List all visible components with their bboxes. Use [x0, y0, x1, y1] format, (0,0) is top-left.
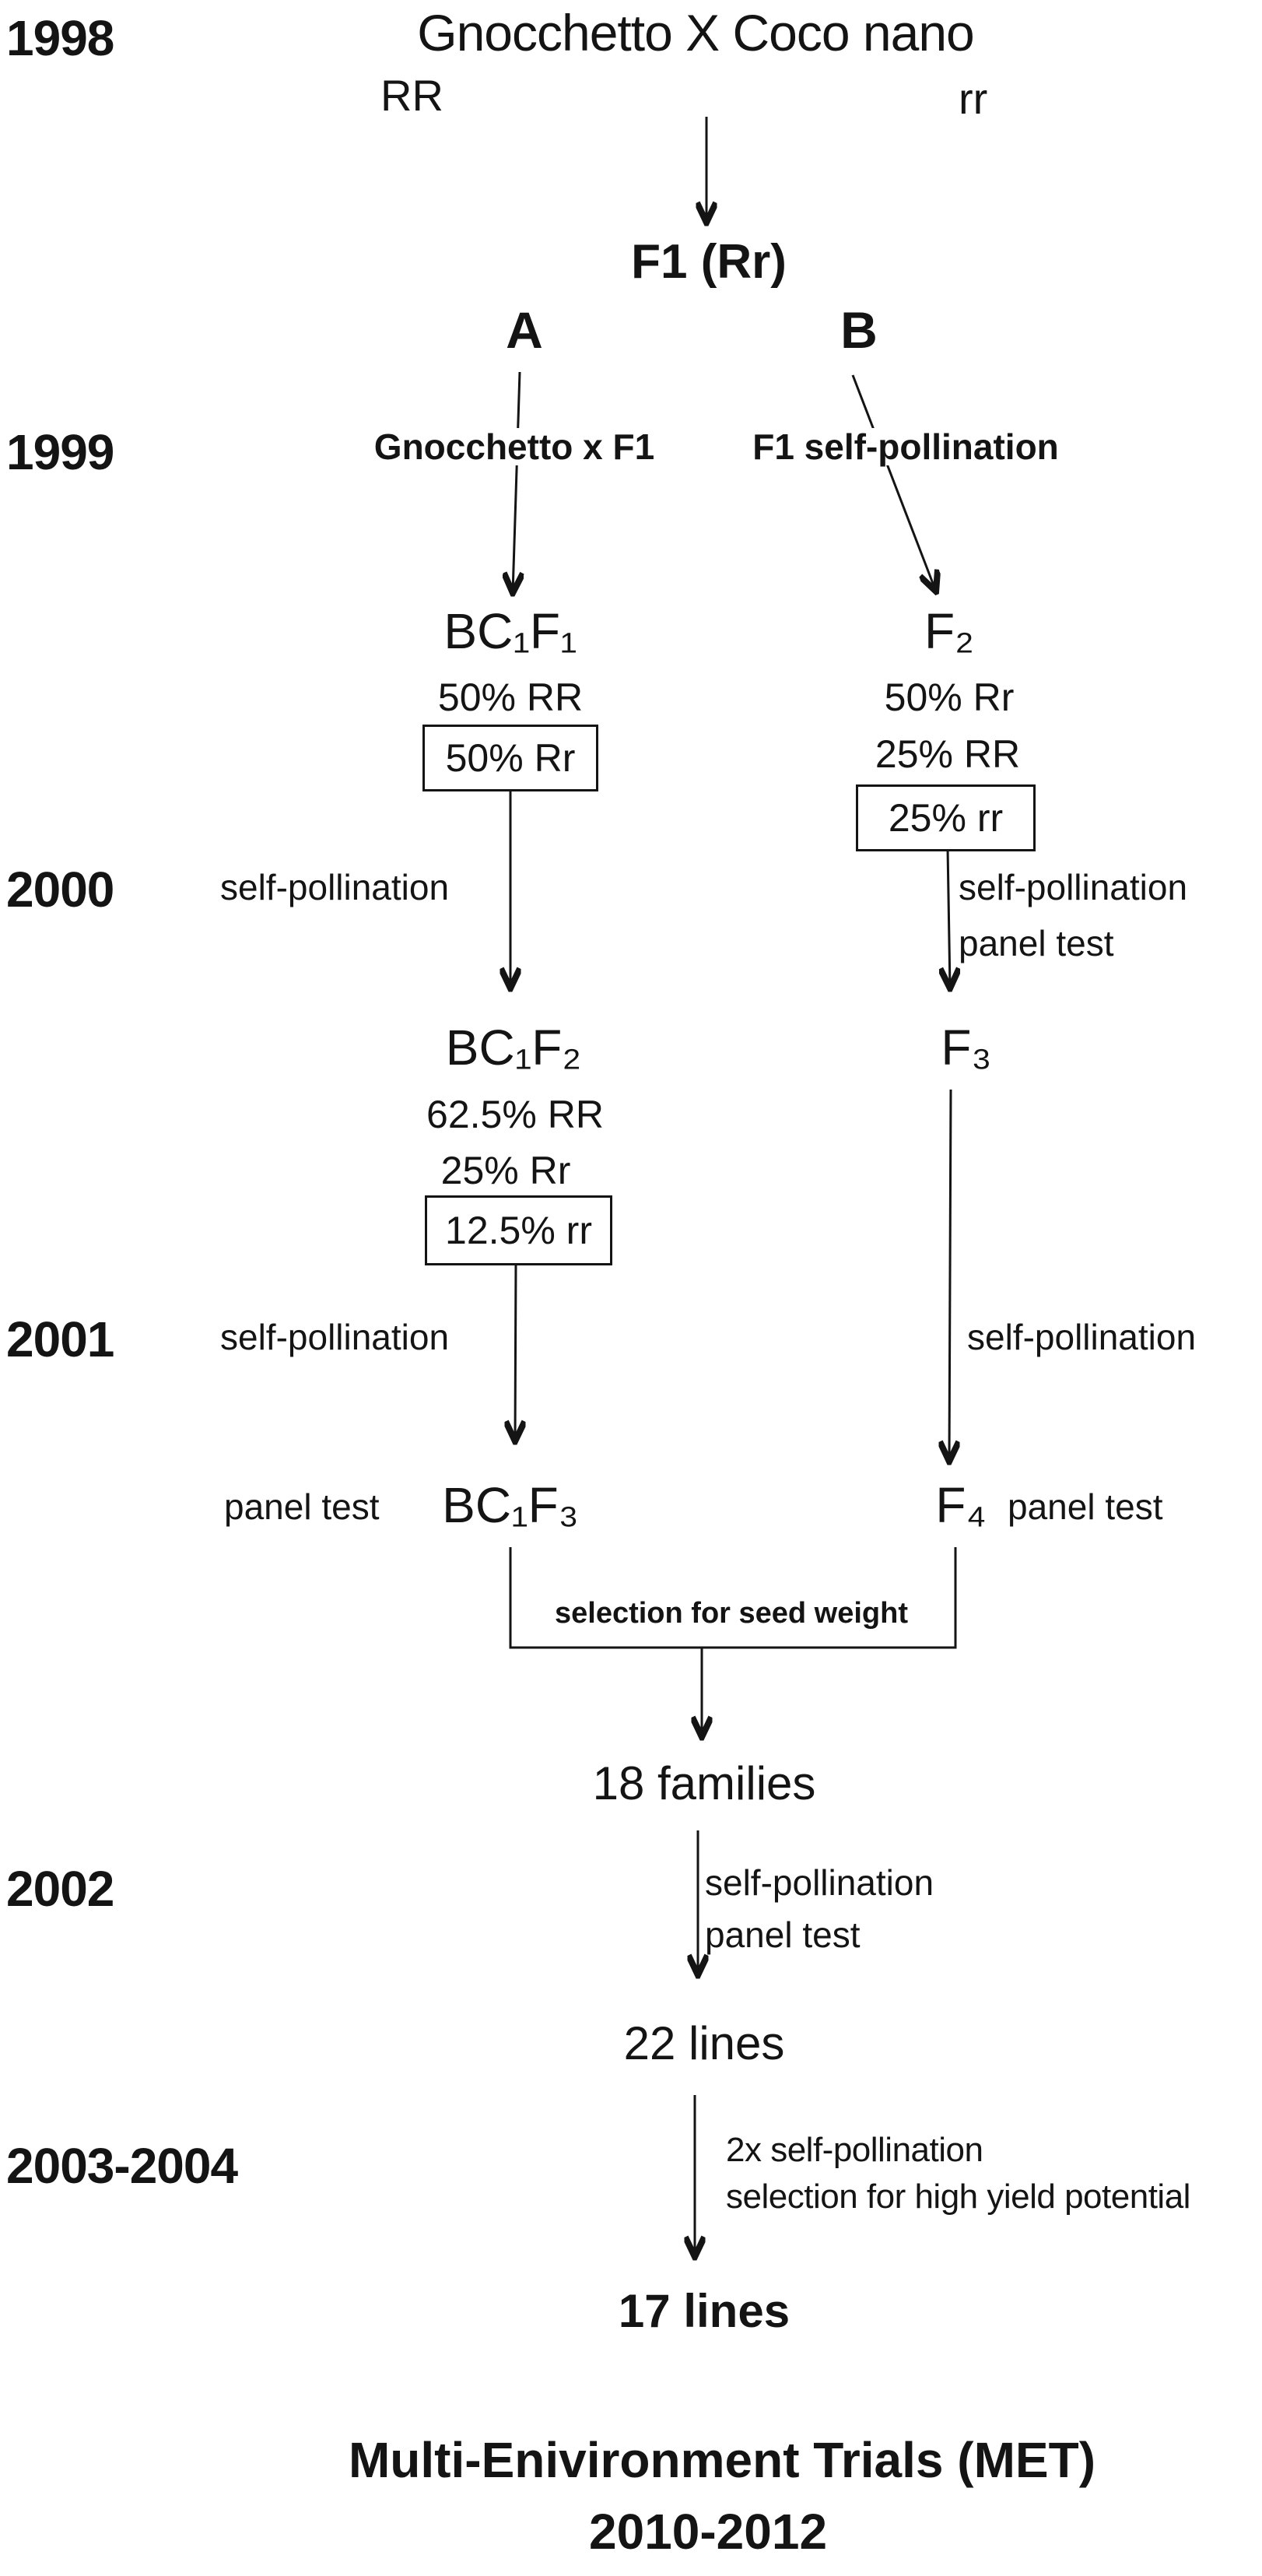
selection-seed-weight-label: selection for seed weight: [555, 1597, 908, 1630]
selfing-step-2001: self-pollination: [967, 1317, 1197, 1357]
f2-node: F₂: [924, 603, 974, 659]
step-2002-line1: self-pollination: [705, 1862, 934, 1903]
f2-freq-rr2: 25% RR: [875, 732, 1021, 776]
bc1f2-node: BC₁F₂: [445, 1020, 582, 1076]
met-title: Multi-Enivironment Trials (MET): [348, 2432, 1096, 2488]
met-years: 2010-2012: [588, 2504, 828, 2560]
year-2003-2004: 2003-2004: [6, 2138, 238, 2194]
bc1f2-freq-rr: 62.5% RR: [426, 1093, 604, 1136]
bc1f2-boxed-label: 12.5% rr: [445, 1209, 592, 1252]
f1-node: F1 (Rr): [631, 235, 787, 289]
parent2-genotype: rr: [959, 74, 988, 123]
branch-a-label: A: [506, 301, 543, 359]
year-2000: 2000: [6, 862, 114, 918]
bc1f1-node: BC₁F₁: [443, 603, 577, 659]
bc1f1-freq-rr: 50% RR: [437, 676, 584, 719]
branch-b-cross-label: F1 self-pollination: [746, 428, 1065, 465]
arrow-branch-a: [513, 371, 520, 593]
selfing-step-2000-line2: panel test: [959, 923, 1114, 963]
backcross-step-2001: self-pollination: [220, 1317, 450, 1357]
families-18-node: 18 families: [592, 1757, 816, 1809]
branch-a-cross-label: Gnocchetto x F1: [367, 428, 661, 465]
parent1-genotype: RR: [380, 71, 443, 120]
f2-freq-rr: 50% Rr: [884, 676, 1015, 719]
selfing-step-2000-line1: self-pollination: [959, 867, 1188, 907]
lines-22-node: 22 lines: [623, 2017, 785, 2069]
bc1f2-boxed-genotype: 12.5% rr: [425, 1195, 612, 1265]
year-2001: 2001: [6, 1311, 114, 1367]
step-2003-line2: selection for high yield potential: [726, 2178, 1190, 2216]
step-2003-line1: 2x self-pollination: [726, 2131, 983, 2169]
backcross-panel-test: panel test: [224, 1486, 380, 1527]
bc1f1-boxed-genotype: 50% Rr: [422, 725, 598, 791]
bc1f1-boxed-label: 50% Rr: [445, 736, 576, 780]
arrow-f3-to-f4: [949, 1089, 951, 1462]
merge-bracket: [509, 1547, 957, 1649]
branch-b-label: B: [840, 301, 878, 359]
parent-cross-title: Gnocchetto X Coco nano: [417, 4, 974, 61]
year-2002: 2002: [6, 1861, 114, 1917]
f4-node: F₄: [935, 1477, 987, 1533]
step-2002-line2: panel test: [705, 1914, 861, 1955]
bc1f2-freq-rr2: 25% Rr: [440, 1149, 571, 1192]
selfing-panel-test: panel test: [1008, 1486, 1163, 1527]
arrow-bc1f2-to-bc1f3: [515, 1262, 516, 1441]
year-1998: 1998: [6, 10, 114, 66]
backcross-step-2000: self-pollination: [220, 867, 450, 907]
year-1999: 1999: [6, 424, 114, 480]
arrow-f2-to-f3: [948, 848, 950, 988]
arrow-branch-b: [851, 374, 936, 591]
f2-boxed-genotype: 25% rr: [856, 784, 1036, 851]
bc1f3-node: BC₁F₃: [442, 1477, 579, 1533]
lines-17-node: 17 lines: [618, 2285, 791, 2337]
f3-node: F₃: [941, 1020, 992, 1076]
f2-boxed-label: 25% rr: [888, 796, 1004, 840]
